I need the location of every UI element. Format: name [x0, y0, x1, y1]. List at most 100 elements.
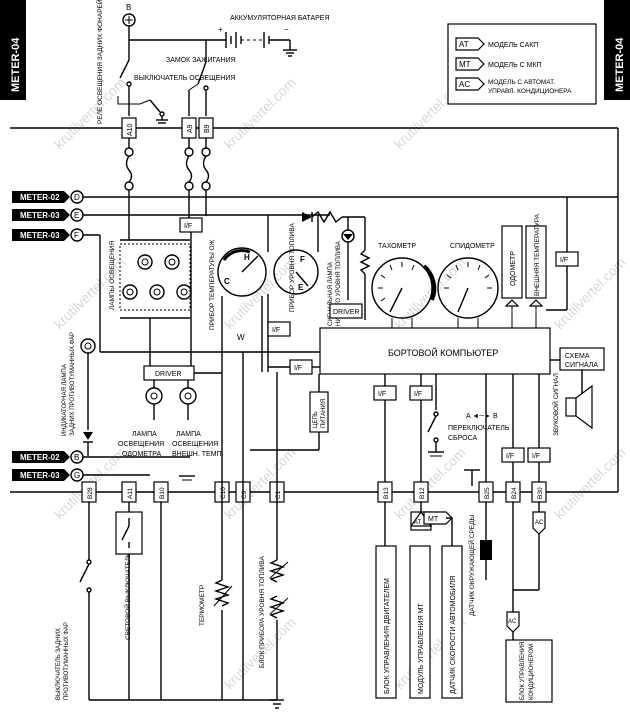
svg-text:ЦЕПЬ: ЦЕПЬ [313, 411, 319, 428]
svg-text:ТЕРМОМЕТР: ТЕРМОМЕТР [199, 585, 206, 626]
svg-text:METER-03: METER-03 [20, 471, 60, 480]
lower-connectors: METER-02 B METER-03 G [12, 450, 190, 482]
legend-item-at: AT МОДЕЛЬ САКП [455, 37, 538, 51]
svg-text:I/F: I/F [506, 453, 514, 460]
svg-text:ПРИБОР ТЕМПЕРАТУРЫ ОЖ: ПРИБОР ТЕМПЕРАТУРЫ ОЖ [209, 240, 216, 330]
svg-text:СИГНАЛЬНАЯ ЛАМПА: СИГНАЛЬНАЯ ЛАМПА [328, 262, 334, 326]
svg-text:A10: A10 [127, 123, 134, 136]
ground-symbols [179, 469, 480, 486]
svg-text:+: + [218, 25, 223, 34]
svg-text:СХЕМА: СХЕМА [565, 353, 590, 360]
svg-text:ОДОМЕТР: ОДОМЕТР [510, 251, 517, 286]
left-connectors: METER-02 D METER-03 E METER-03 F [12, 190, 618, 352]
svg-text:AC: AC [508, 619, 517, 625]
svg-text:METER-04: METER-04 [614, 37, 626, 92]
external-temp-display: ВНЕШНЯЯ ТЕМПЕРАТУРА [525, 213, 547, 328]
svg-text:E: E [74, 211, 79, 220]
svg-text:ПИТАНИЯ: ПИТАНИЯ [321, 399, 327, 428]
svg-text:G: G [74, 471, 80, 480]
svg-text:MT: MT [428, 516, 439, 523]
mt-module: AT MT МОДУЛЬ УПРАВЛЕНИЯ МТ [409, 510, 453, 699]
legend-item-mt: MT МОДЕЛЬ С МКП [455, 57, 542, 71]
svg-text:ВНЕШНЯЯ ТЕМПЕРАТУРА: ВНЕШНЯЯ ТЕМПЕРАТУРА [534, 213, 541, 296]
svg-text:E: E [298, 283, 304, 292]
svg-text:F: F [300, 255, 305, 264]
svg-text:I/F: I/F [414, 391, 422, 398]
board-computer: БОРТОВОЙ КОМПЬЮТЕР [319, 327, 551, 375]
svg-text:ЗАМОК ЗАЖИГАНИЯ: ЗАМОК ЗАЖИГАНИЯ [166, 57, 236, 64]
legend: AT МОДЕЛЬ САКП MT МОДЕЛЬ С МКП AC МОДЕЛЬ… [447, 23, 597, 105]
odometer-lamp: ЛАМПА ОСВЕЩЕНИЯ ОДОМЕТРА [118, 380, 164, 458]
bottom-wires [88, 352, 540, 700]
svg-text:СПИДОМЕТР: СПИДОМЕТР [450, 243, 495, 250]
watermark-layer: krutilvertel.com krutilvertel.com krutil… [51, 74, 629, 692]
light-switch-2: СВЕТОВОЙ ВЫКЛЮЧАТЕЛЬ [115, 511, 143, 700]
buzzer: ЗВУКОВОЙ СИГНАЛ [551, 373, 593, 436]
svg-text:METER-02: METER-02 [20, 453, 60, 462]
coolant-temp-gauge: ПРИБОР ТЕМПЕРАТУРЫ ОЖ H C W [209, 240, 267, 372]
svg-text:B9: B9 [204, 124, 211, 133]
fuses [124, 138, 211, 240]
svg-text:ПЕРЕКЛЮЧАТЕЛЬ: ПЕРЕКЛЮЧАТЕЛЬ [448, 425, 510, 432]
svg-text:METER-03: METER-03 [20, 231, 60, 240]
svg-text:DRIVER: DRIVER [333, 309, 359, 316]
svg-text:B: B [126, 3, 131, 12]
battery-plus-terminal: B [122, 3, 207, 62]
svg-text:METER-03: METER-03 [20, 211, 60, 220]
svg-text:krutilvertel.com: krutilvertel.com [221, 254, 299, 332]
svg-text:B12: B12 [419, 487, 426, 499]
svg-text:ТАХОМЕТР: ТАХОМЕТР [378, 243, 416, 250]
external-temp-lamp: ЛАМПА ОСВЕЩЕНИЯ ВНЕШН. ТЕМП. [172, 380, 224, 458]
svg-text:МОДЕЛЬ САКП: МОДЕЛЬ САКП [488, 42, 538, 49]
reset-switch: A ◄─► B ПЕРЕКЛЮЧАТЕЛЬ СБРОСА [427, 374, 510, 457]
svg-text:ЛАМПА: ЛАМПА [132, 431, 157, 438]
svg-text:ОДОМЕТРА: ОДОМЕТРА [122, 451, 161, 458]
svg-text:АККУМУЛЯТОРНАЯ БАТАРЕЯ: АККУМУЛЯТОРНАЯ БАТАРЕЯ [230, 15, 330, 22]
svg-text:D: D [74, 193, 80, 202]
svg-text:БЛОК ПРИБОРА УРОВНЯ ТОПЛИВА: БЛОК ПРИБОРА УРОВНЯ ТОПЛИВА [259, 555, 266, 668]
svg-text:C1: C1 [275, 490, 282, 499]
svg-text:METER-04: METER-04 [10, 37, 22, 92]
legend-item-ac: AC МОДЕЛЬ С АВТОМАТ. УПРАВЛ. КОНДИЦИОНЕР… [455, 77, 572, 95]
svg-text:F: F [74, 231, 79, 240]
svg-text:БЛОК УПРАВЛЕНИЯ ДВИГАТЕЛЕМ: БЛОК УПРАВЛЕНИЯ ДВИГАТЕЛЕМ [384, 578, 391, 694]
svg-text:ЗВУКОВОЙ СИГНАЛ: ЗВУКОВОЙ СИГНАЛ [551, 373, 560, 436]
svg-text:A9: A9 [187, 124, 194, 133]
svg-text:−: − [284, 25, 289, 34]
svg-text:C9: C9 [241, 490, 248, 499]
svg-text:B13: B13 [383, 487, 390, 499]
svg-text:СБРОСА: СБРОСА [448, 435, 478, 442]
svg-text:METER-02: METER-02 [20, 193, 60, 202]
svg-text:ИНДИКАТОРНАЯ ЛАМПА: ИНДИКАТОРНАЯ ЛАМПА [62, 364, 68, 436]
svg-text:ВЫКЛЮЧАТЕЛЬ ЗАДНИХ: ВЫКЛЮЧАТЕЛЬ ЗАДНИХ [56, 628, 62, 700]
svg-text:B25: B25 [484, 487, 491, 499]
svg-text:БЛОК УПРАВЛЕНИЯ: БЛОК УПРАВЛЕНИЯ [520, 642, 526, 700]
svg-text:B28: B28 [87, 487, 94, 499]
svg-text:МОДЕЛЬ С АВТОМАТ.: МОДЕЛЬ С АВТОМАТ. [488, 79, 555, 86]
svg-text:ОСВЕЩЕНИЯ: ОСВЕЩЕНИЯ [172, 441, 218, 448]
fuel-level-gauge: ПРИБОР УРОВНЯ ТОПЛИВА F E [267, 215, 319, 372]
tachometer: ТАХОМЕТР [371, 243, 437, 328]
ambient-sensor: ДАТЧИК ОКРУЖАЮЩЕЙ СРЕДЫ [467, 514, 492, 616]
svg-text:B30: B30 [537, 487, 544, 499]
if-box-right: I/F [546, 197, 579, 311]
ac-control-unit: AC AC БЛОК УПРАВЛЕНИЯ КОНДИЦИОНЕРОМ [505, 511, 553, 703]
svg-text:СВЕТОВОЙ ВЫКЛЮЧАТЕЛЬ: СВЕТОВОЙ ВЫКЛЮЧАТЕЛЬ [123, 553, 132, 640]
svg-text:СИГНАЛА: СИГНАЛА [565, 362, 598, 369]
svg-text:ВНЕШН. ТЕМП.: ВНЕШН. ТЕМП. [172, 451, 224, 458]
low-fuel-warning-lamp: СИГНАЛЬНАЯ ЛАМПА НИЗКОГО УРОВНЯ ТОПЛИВА [302, 210, 371, 326]
fuel-sender-unit: БЛОК ПРИБОРА УРОВНЯ ТОПЛИВА [259, 555, 289, 668]
engine-control-unit: БЛОК УПРАВЛЕНИЯ ДВИГАТЕЛЕМ [375, 545, 397, 699]
svg-text:I/F: I/F [294, 365, 302, 372]
svg-text:C: C [224, 277, 230, 286]
svg-text:krutilvertel.com: krutilvertel.com [551, 444, 629, 522]
illumination-lamps: ЛАМПЫ ОСВЕЩЕНИЯ [109, 239, 192, 366]
sheet-tag-right: METER-04 [604, 0, 630, 100]
svg-text:AT: AT [414, 520, 422, 526]
odometer: ОДОМЕТР [501, 225, 523, 328]
svg-text:ПРОТИВОТУМАННЫХ ФАР: ПРОТИВОТУМАННЫХ ФАР [64, 622, 70, 700]
svg-text:ВЫКЛЮЧАТЕЛЬ ОСВЕЩЕНИЯ: ВЫКЛЮЧАТЕЛЬ ОСВЕЩЕНИЯ [134, 75, 235, 82]
bottom-ground [89, 699, 284, 709]
